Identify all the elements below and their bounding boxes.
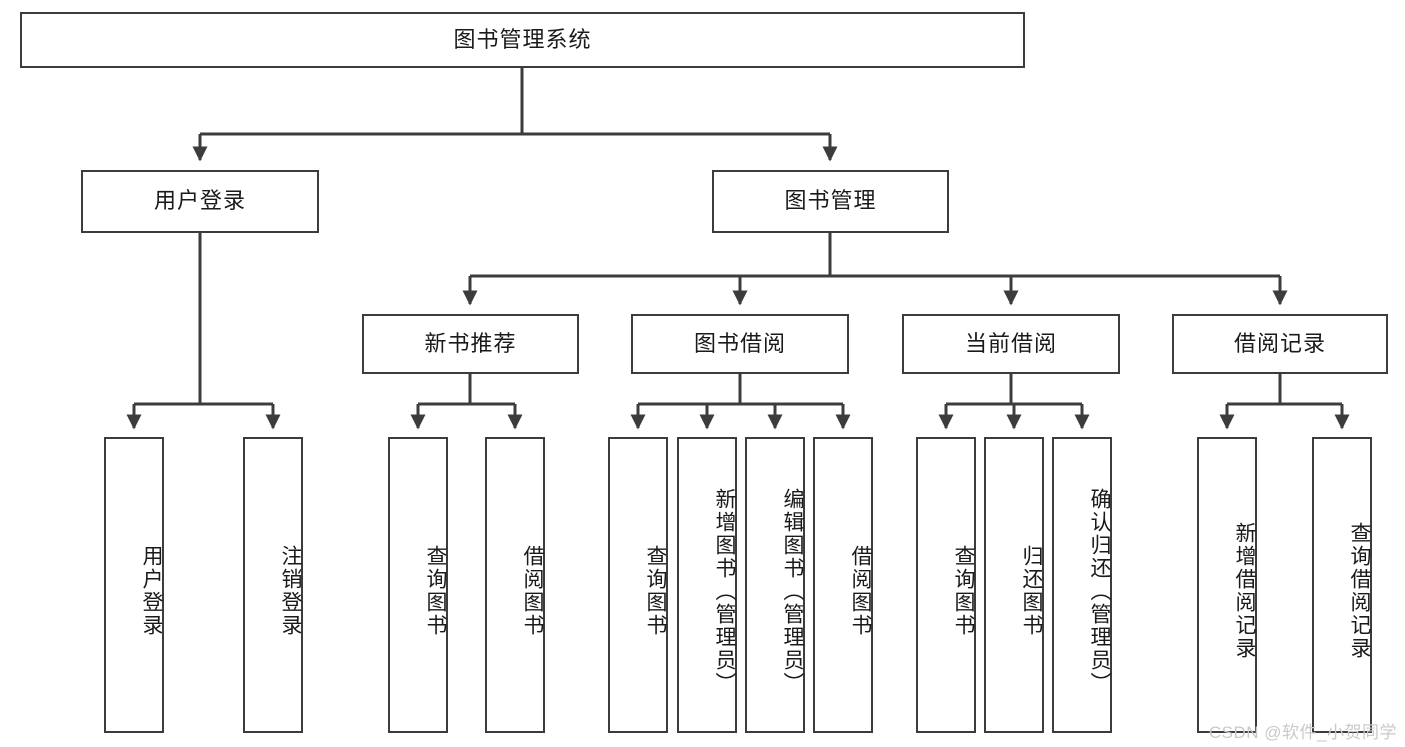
- node-leaf-query-borrow-record[interactable]: 查询借阅记录: [1312, 437, 1372, 733]
- node-root[interactable]: 图书管理系统: [20, 12, 1025, 68]
- node-leaf-query-book-rec-label: 查询图书: [424, 545, 447, 637]
- node-leaf-edit-book-admin-label: 编辑图书（管理员）: [781, 487, 804, 695]
- node-leaf-confirm-return-admin[interactable]: 确认归还（管理员）: [1052, 437, 1112, 733]
- node-leaf-return-book[interactable]: 归还图书: [984, 437, 1044, 733]
- node-book-manage[interactable]: 图书管理: [712, 170, 949, 233]
- node-leaf-confirm-return-admin-label: 确认归还（管理员）: [1088, 487, 1111, 695]
- node-user-login-label: 用户登录: [153, 188, 246, 214]
- node-new-book-recommend-label: 新书推荐: [424, 330, 517, 356]
- node-user-login[interactable]: 用户登录: [81, 170, 319, 233]
- node-leaf-add-book-admin[interactable]: 新增图书（管理员）: [677, 437, 737, 733]
- node-leaf-borrow-book[interactable]: 借阅图书: [813, 437, 873, 733]
- node-book-borrow-label: 图书借阅: [693, 330, 786, 356]
- node-borrow-record[interactable]: 借阅记录: [1172, 314, 1388, 374]
- node-leaf-query-book-borrow[interactable]: 查询图书: [608, 437, 668, 733]
- node-leaf-borrow-book-rec[interactable]: 借阅图书: [485, 437, 545, 733]
- node-leaf-borrow-book-rec-label: 借阅图书: [521, 545, 544, 637]
- node-current-borrow[interactable]: 当前借阅: [902, 314, 1120, 374]
- node-leaf-user-login[interactable]: 用户登录: [104, 437, 164, 733]
- node-leaf-edit-book-admin[interactable]: 编辑图书（管理员）: [745, 437, 805, 733]
- node-leaf-add-borrow-record-label: 新增借阅记录: [1233, 522, 1256, 660]
- node-leaf-logout-login[interactable]: 注销登录: [243, 437, 303, 733]
- node-root-label: 图书管理系统: [453, 26, 592, 52]
- node-new-book-recommend[interactable]: 新书推荐: [362, 314, 579, 374]
- node-leaf-query-book-rec[interactable]: 查询图书: [388, 437, 448, 733]
- node-leaf-logout-login-label: 注销登录: [279, 545, 302, 637]
- node-book-manage-label: 图书管理: [784, 188, 877, 214]
- node-leaf-query-book-current-label: 查询图书: [952, 545, 975, 637]
- node-leaf-add-borrow-record[interactable]: 新增借阅记录: [1197, 437, 1257, 733]
- node-leaf-add-book-admin-label: 新增图书（管理员）: [713, 487, 736, 695]
- node-leaf-return-book-label: 归还图书: [1020, 545, 1043, 637]
- node-book-borrow[interactable]: 图书借阅: [631, 314, 849, 374]
- node-leaf-query-book-current[interactable]: 查询图书: [916, 437, 976, 733]
- csdn-watermark: CSDN @软件_小贺同学: [1208, 723, 1397, 742]
- node-leaf-user-login-label: 用户登录: [140, 545, 163, 637]
- node-current-borrow-label: 当前借阅: [964, 330, 1057, 356]
- node-leaf-borrow-book-label: 借阅图书: [849, 545, 872, 637]
- node-leaf-query-borrow-record-label: 查询借阅记录: [1348, 522, 1371, 660]
- node-borrow-record-label: 借阅记录: [1233, 330, 1326, 356]
- node-leaf-query-book-borrow-label: 查询图书: [644, 545, 667, 637]
